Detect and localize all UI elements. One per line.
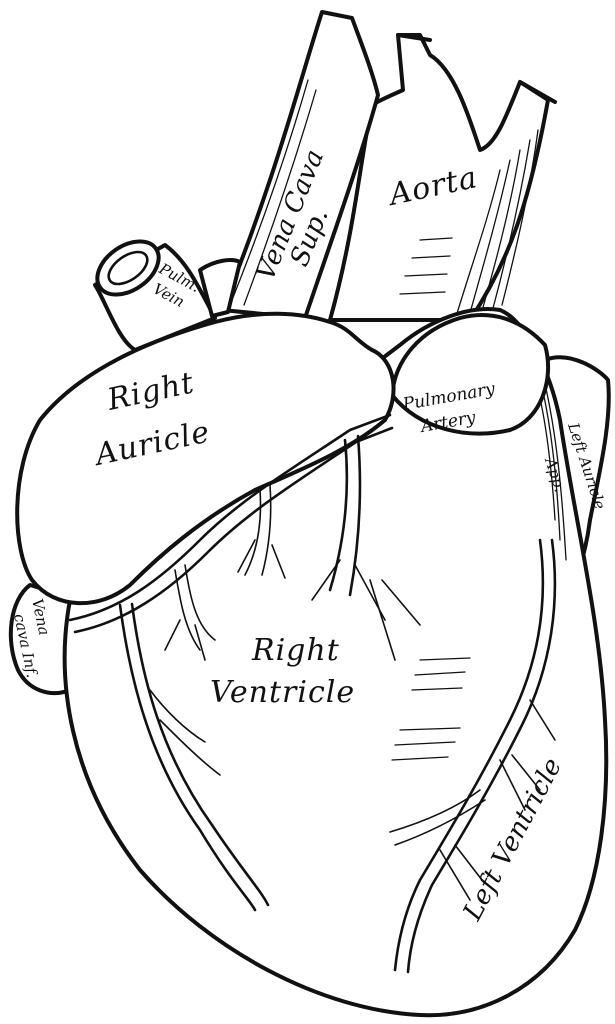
pulmonary-vein-vessel — [93, 239, 242, 352]
coronary-vessels-left — [389, 538, 557, 974]
vena-cava-superior-vessel — [220, 10, 380, 320]
ventricles-body — [62, 307, 609, 1018]
label-right-ventricle-1: Right — [251, 633, 340, 668]
coronary-vessels-right — [68, 413, 421, 912]
aorta-vessel — [328, 33, 557, 322]
vena-cava-inferior-vessel — [8, 583, 82, 696]
pulmonary-artery-vessel — [390, 313, 551, 436]
label-right-ventricle-2: Ventricle — [210, 675, 355, 710]
